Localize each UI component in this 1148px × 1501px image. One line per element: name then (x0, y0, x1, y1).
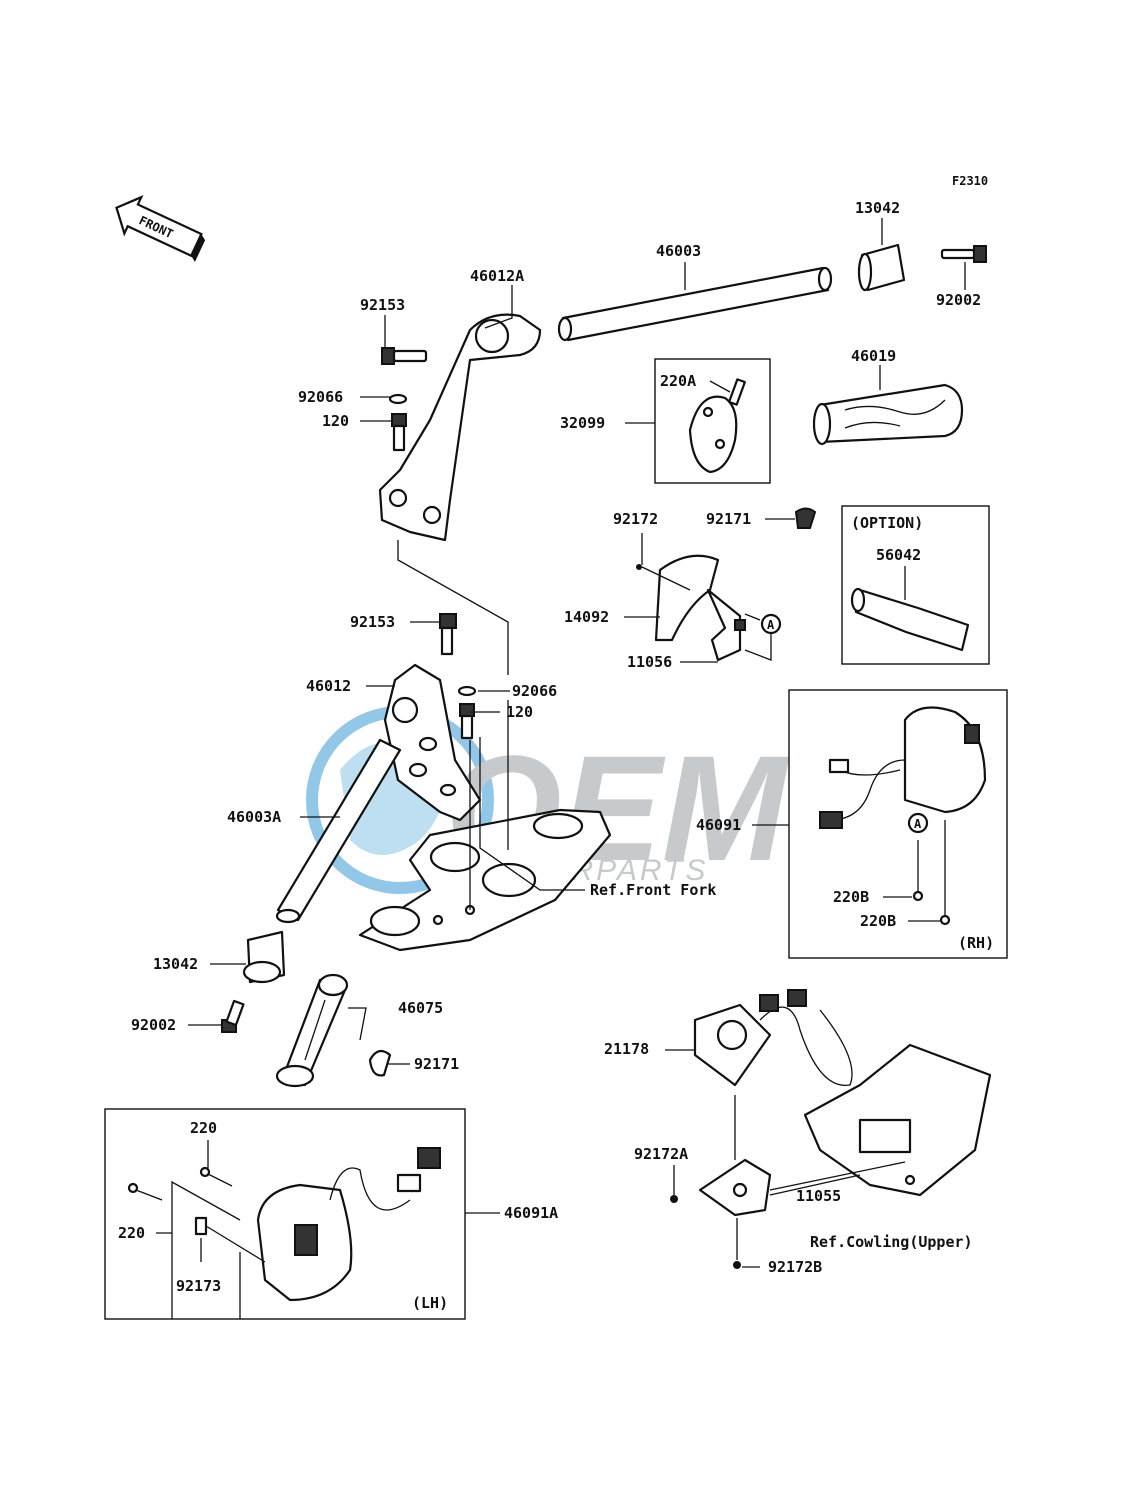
label-11056: 11056 (627, 653, 672, 671)
label-13042-top: 13042 (855, 199, 900, 217)
clip-92171-low (368, 1049, 392, 1077)
part-labels: 13042 46003 46012A 92002 92153 220A 4601… (118, 199, 994, 1312)
bolt-120-mid (459, 703, 475, 740)
bolt-120-top (391, 413, 407, 452)
unit-21178 (693, 989, 853, 1087)
clip-92171-top (794, 507, 817, 529)
label-ref-front-fork: Ref.Front Fork (590, 881, 716, 899)
switch-housing-46091A (256, 1147, 441, 1302)
clip-92173 (194, 1216, 208, 1236)
screw-220B-1 (912, 840, 924, 902)
label-46003: 46003 (656, 242, 701, 260)
option-box (841, 505, 990, 665)
grease-tube-56042 (850, 587, 970, 652)
label-46003A: 46003A (227, 808, 281, 826)
label-92172B: 92172B (768, 1258, 822, 1276)
label-56042: 56042 (876, 546, 921, 564)
cowling-upper (803, 1043, 992, 1197)
bracket-11055 (698, 1158, 772, 1217)
clip-on-bracket-46012A (378, 313, 542, 542)
bracket-11056 (706, 588, 746, 662)
label-11055: 11055 (796, 1187, 841, 1205)
bolt-92153-top (381, 347, 428, 365)
front-arrow-icon: FRONT (115, 195, 206, 262)
screw-220-a (199, 1166, 233, 1187)
label-46012A: 46012A (470, 267, 524, 285)
label-21178: 21178 (604, 1040, 649, 1058)
bar-end-weight-13042-low (242, 930, 286, 984)
marker-a-top: A (760, 613, 782, 635)
label-220A: 220A (660, 372, 696, 390)
screw-220-b (127, 1182, 163, 1201)
handlebar-tube-46003 (557, 266, 833, 342)
handlebar-tube-46003A (275, 738, 402, 924)
screw-92172B (733, 1261, 741, 1269)
leader-lines (156, 218, 966, 1319)
label-92066-mid: 92066 (512, 682, 557, 700)
bar-end-weight-13042-top (857, 243, 906, 292)
svg-text:A: A (914, 817, 922, 831)
svg-text:A: A (767, 618, 775, 632)
label-220B-2: 220B (860, 912, 896, 930)
clamp-32099 (688, 378, 746, 474)
lh-switch-box (104, 1108, 466, 1320)
screw-92172A (670, 1195, 678, 1203)
label-46075: 46075 (398, 999, 443, 1017)
label-92153-mid: 92153 (350, 613, 395, 631)
bolt-92153-mid (439, 613, 457, 656)
cover-14092 (636, 554, 720, 642)
grip-46075 (275, 973, 349, 1088)
label-120-top: 120 (322, 412, 349, 430)
label-92171-low: 92171 (414, 1055, 459, 1073)
label-lh: (LH) (412, 1294, 448, 1312)
label-92002-low: 92002 (131, 1016, 176, 1034)
box-32099 (654, 358, 771, 484)
marker-a-rh: A (907, 812, 929, 834)
label-120-mid: 120 (506, 703, 533, 721)
rh-switch-box (788, 689, 1008, 959)
bolt-92002-low (221, 999, 245, 1033)
label-220-a: 220 (190, 1119, 217, 1137)
triple-clamp (358, 808, 612, 952)
switch-housing-46091 (819, 706, 987, 829)
label-13042-low: 13042 (153, 955, 198, 973)
label-46012: 46012 (306, 677, 351, 695)
washer-92066-mid (457, 685, 477, 697)
label-92172A: 92172A (634, 1145, 688, 1163)
label-92002-top: 92002 (936, 291, 981, 309)
label-92173: 92173 (176, 1277, 221, 1295)
label-46019: 46019 (851, 347, 896, 365)
label-220-b: 220 (118, 1224, 145, 1242)
grip-46019 (812, 383, 964, 446)
label-14092: 14092 (564, 608, 609, 626)
label-option: (OPTION) (851, 514, 923, 532)
label-92171-top: 92171 (706, 510, 751, 528)
washer-92066-top (388, 393, 408, 405)
screw-220B-2 (939, 820, 951, 926)
bolt-92002-top (940, 245, 987, 263)
clip-on-bracket-46012 (383, 663, 482, 822)
label-220B-1: 220B (833, 888, 869, 906)
figure-code: F2310 (952, 174, 988, 188)
label-46091: 46091 (696, 816, 741, 834)
label-92066-top: 92066 (298, 388, 343, 406)
label-ref-cowling: Ref.Cowling(Upper) (810, 1233, 973, 1251)
label-32099: 32099 (560, 414, 605, 432)
label-92172: 92172 (613, 510, 658, 528)
marker-a-top-leads (744, 613, 772, 661)
label-46091A: 46091A (504, 1204, 558, 1222)
label-rh: (RH) (958, 934, 994, 952)
label-92153-top: 92153 (360, 296, 405, 314)
